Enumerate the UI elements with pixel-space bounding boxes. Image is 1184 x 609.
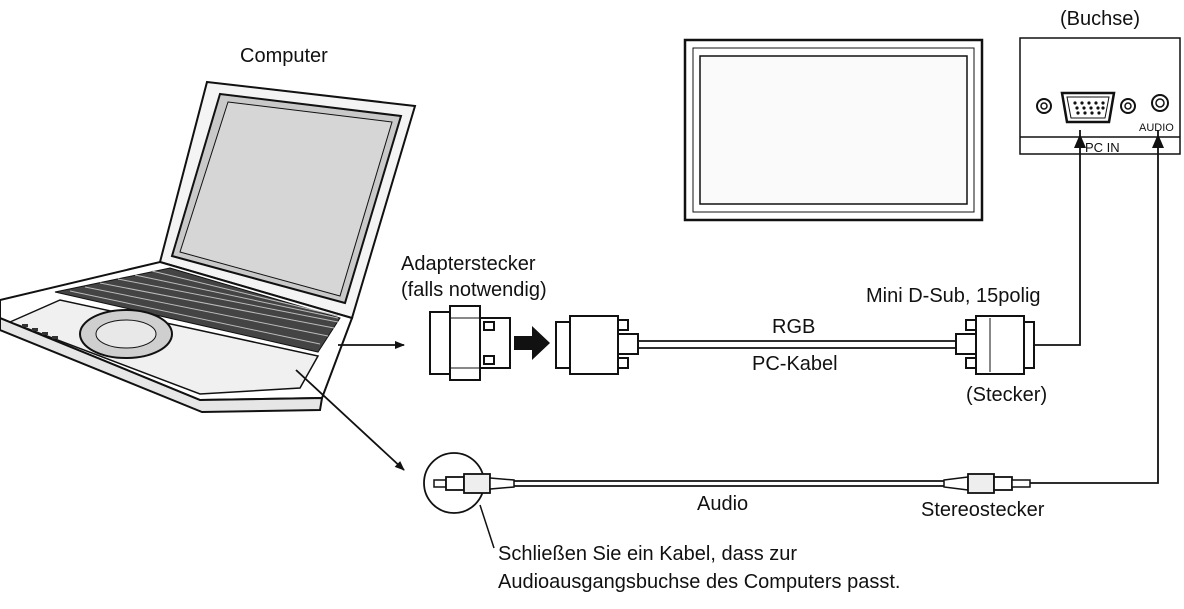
rgb-label: RGB [772, 316, 816, 338]
laptop-illustration [0, 80, 417, 414]
computer-label: Computer [240, 45, 328, 67]
stecker-label: (Stecker) [966, 384, 1048, 406]
audio-lead-arrow [1152, 134, 1164, 148]
pc-in-panel [1019, 37, 1181, 155]
display-illustration [683, 38, 984, 222]
adapter-note-label: (falls notwendig) [401, 279, 547, 301]
adapter-plug [429, 305, 511, 381]
audio-output-arrow [295, 369, 405, 471]
audio-port-label: AUDIO [1139, 122, 1174, 134]
pc-in-label: PC IN [1085, 140, 1120, 155]
mini-dsub-label: Mini D-Sub, 15polig [866, 285, 1041, 307]
panel-leader-lines [1030, 130, 1159, 484]
insert-arrow [514, 326, 550, 360]
note-line-1: Schließen Sie ein Kabel, dass zur [498, 543, 798, 565]
audio-cable [423, 452, 1031, 549]
note-line-2: Audioausgangsbuchse des Computers passt. [498, 571, 901, 593]
adapter-label: Adapterstecker [401, 253, 536, 275]
vga-lead-arrow [1074, 134, 1086, 148]
pc-kabel-label: PC-Kabel [752, 353, 838, 375]
stereostecker-label: Stereostecker [921, 499, 1045, 521]
rgb-cable [555, 315, 1035, 375]
audio-cable-label: Audio [697, 493, 749, 515]
buchse-label: (Buchse) [1060, 8, 1141, 30]
